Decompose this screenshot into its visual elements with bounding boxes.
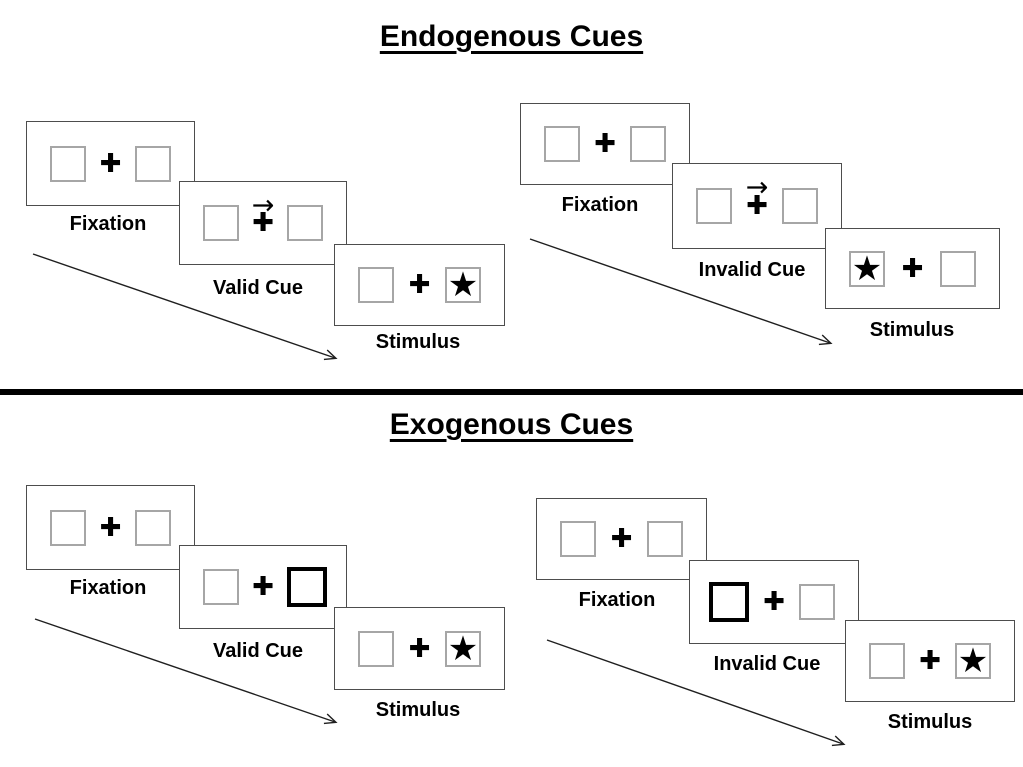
panel-label-fixation: Fixation [69, 213, 147, 235]
fixation-cross-icon: ✚ [919, 646, 941, 676]
panel-label-invalid-cue: Invalid Cue [698, 259, 806, 281]
fixation-cross-icon: ✚ [746, 191, 768, 221]
endogenous-invalid-cue-panel: → ✚ [672, 163, 842, 249]
right-box [782, 188, 818, 224]
left-box [560, 521, 596, 557]
left-box [203, 205, 239, 241]
cue-arrow-right-icon: → [251, 190, 275, 221]
panel-label-fixation: Fixation [561, 194, 639, 216]
right-box: ★ [445, 628, 481, 669]
panel-label-valid-cue: Valid Cue [212, 640, 304, 662]
exogenous-valid-cue-panel: ✚ [179, 545, 347, 629]
panel-label-stimulus: Stimulus [869, 319, 955, 341]
fixation-cross-icon: ✚ [252, 208, 274, 238]
endogenous-valid-stimulus-panel: ✚ ★ [334, 244, 505, 326]
endogenous-section-title: Endogenous Cues [379, 20, 644, 53]
endogenous-invalid-fixation-panel: ✚ [520, 103, 690, 185]
right-box [940, 250, 976, 287]
panel-label-stimulus: Stimulus [887, 711, 973, 733]
cue-arrow-right-icon: → [745, 172, 769, 203]
fixation-cross-icon: ✚ [408, 633, 431, 664]
panel-label-fixation: Fixation [578, 589, 656, 611]
fixation-cross-icon: ✚ [610, 524, 633, 554]
endogenous-valid-cue-panel: → ✚ [179, 181, 347, 265]
highlighted-cue-box [709, 582, 749, 622]
right-box: ★ [955, 643, 991, 679]
right-box [630, 126, 666, 162]
right-box [135, 509, 171, 546]
fixation-cross-icon: ✚ [252, 572, 274, 602]
target-star-icon: ★ [447, 265, 479, 305]
exogenous-section-title: Exogenous Cues [389, 408, 634, 441]
left-box [869, 643, 905, 679]
panel-label-invalid-cue: Invalid Cue [713, 653, 821, 675]
right-box [287, 205, 323, 241]
endogenous-invalid-stimulus-panel: ★ ✚ [825, 228, 1000, 309]
exogenous-valid-fixation-panel: ✚ [26, 485, 195, 570]
left-box [203, 569, 239, 605]
fixation-cross-icon: ✚ [99, 148, 122, 179]
fixation-cross-icon: ✚ [901, 253, 924, 284]
fixation-cross-icon: ✚ [408, 270, 431, 300]
exogenous-invalid-cue-panel: ✚ [689, 560, 859, 644]
fixation-cross-icon: ✚ [99, 512, 122, 543]
section-divider [0, 389, 1023, 395]
left-box [50, 509, 86, 546]
target-star-icon: ★ [447, 628, 479, 669]
target-star-icon: ★ [851, 248, 883, 289]
panel-label-stimulus: Stimulus [375, 331, 461, 353]
exogenous-invalid-fixation-panel: ✚ [536, 498, 707, 580]
exogenous-valid-stimulus-panel: ✚ ★ [334, 607, 505, 690]
highlighted-cue-box [287, 567, 327, 607]
endogenous-valid-fixation-panel: ✚ [26, 121, 195, 206]
panel-label-fixation: Fixation [69, 577, 147, 599]
right-box: ★ [445, 267, 481, 303]
left-box [50, 145, 86, 182]
timeline-arrow-icon [34, 618, 338, 725]
left-box: ★ [849, 248, 885, 289]
fixation-cross-icon: ✚ [763, 587, 785, 617]
right-box [135, 145, 171, 182]
panel-label-valid-cue: Valid Cue [212, 277, 304, 299]
left-box [544, 126, 580, 162]
fixation-cross-icon: ✚ [594, 129, 616, 159]
left-box [696, 188, 732, 224]
left-box [358, 267, 394, 303]
target-star-icon: ★ [957, 641, 989, 681]
timeline-arrow-icon [32, 253, 338, 361]
timeline-arrow-icon [529, 238, 833, 346]
panel-label-stimulus: Stimulus [375, 699, 461, 721]
exogenous-invalid-stimulus-panel: ✚ ★ [845, 620, 1015, 702]
right-box [799, 584, 835, 620]
right-box [647, 521, 683, 557]
left-box [358, 630, 394, 667]
